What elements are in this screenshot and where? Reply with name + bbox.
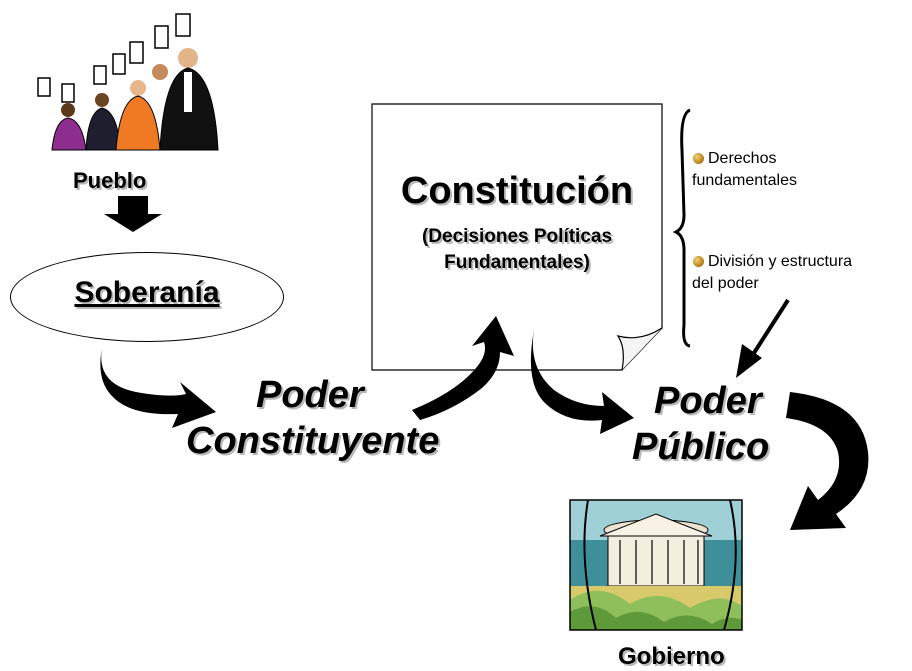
gobierno-label: Gobierno xyxy=(618,643,725,670)
brace xyxy=(672,108,691,348)
poder-constituyente-line2: Constituyente xyxy=(186,420,440,462)
curved-arrow-to-poder-publico xyxy=(530,330,634,434)
poder-constituyente-line1: Poder xyxy=(256,374,364,416)
poder-publico-line2: Público xyxy=(632,426,770,468)
people-clipart xyxy=(37,13,219,151)
down-arrow xyxy=(104,196,162,232)
curved-arrow-to-gobierno xyxy=(786,392,869,530)
soberania-label: Soberanía xyxy=(74,276,220,309)
constitution-document xyxy=(371,103,663,371)
poder-publico-line1: Poder xyxy=(654,380,762,422)
arrow-to-poder-publico xyxy=(736,298,790,378)
constitucion-subtitle-line1: (Decisiones Políticas xyxy=(421,226,613,247)
soberania-oval xyxy=(10,252,284,342)
bullet-icon xyxy=(693,256,704,267)
government-clipart xyxy=(569,499,743,631)
bullet-division-line2: del poder xyxy=(692,275,759,292)
bullet-derechos-line1: Derechos xyxy=(708,150,777,167)
constitucion-subtitle: (Decisiones Políticas Fundamentales) xyxy=(372,224,662,276)
curved-arrow-soberania xyxy=(100,348,216,428)
bullet-derechos-line2: fundamentales xyxy=(692,172,797,189)
bullet-icon xyxy=(693,153,704,164)
constitucion-subtitle-line2: Fundamentales) xyxy=(444,252,590,273)
bullet-division-line1: División y estructura xyxy=(708,253,853,270)
constitucion-title: Constitución xyxy=(400,170,634,212)
pueblo-label: Pueblo xyxy=(73,168,147,193)
curved-arrow-to-constitucion xyxy=(412,316,514,420)
